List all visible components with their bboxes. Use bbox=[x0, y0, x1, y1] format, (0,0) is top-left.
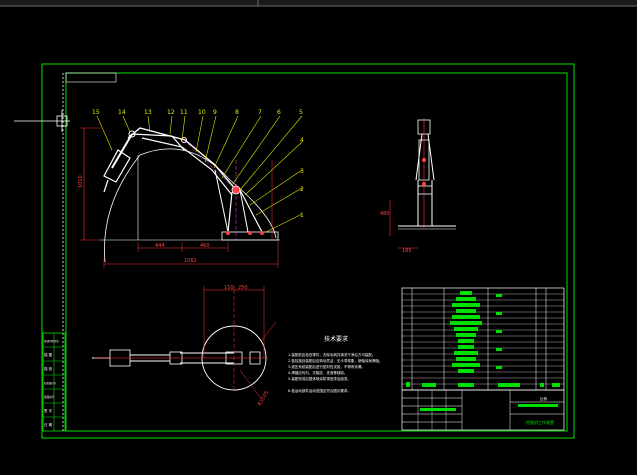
top-strip bbox=[0, 0, 637, 6]
arm bbox=[111, 133, 133, 169]
notes-title: 技术要求 bbox=[324, 335, 348, 343]
notes-line-0: 1.装配前应检查零件，去除毛刺并清洗干净后方可装配。 bbox=[288, 352, 375, 357]
balloon-7: 7 bbox=[258, 109, 262, 116]
dim-elevation-height: 1010 bbox=[78, 175, 84, 188]
notes-line-2: 3.液压系统装配后进行密封性试验，不得有渗漏。 bbox=[288, 364, 365, 369]
parts-list bbox=[401, 287, 565, 391]
leader-lines bbox=[96, 115, 303, 233]
balloon-2: 2 bbox=[300, 186, 304, 193]
elevation-dimensions: 1010 444 460 1062 bbox=[78, 127, 279, 268]
title-block-scale-label: 比例 bbox=[540, 396, 548, 401]
title-block: 比例 挖掘机工作装置 bbox=[401, 389, 565, 431]
balloon-8: 8 bbox=[235, 109, 239, 116]
side-panel: 借(通)用件登记 描 图 描 校 旧底图总号 底图总号 签 字 日 期 bbox=[42, 332, 66, 432]
elevation-view bbox=[100, 127, 280, 263]
title-block-drawing-name: 挖掘机工作装置 bbox=[526, 419, 554, 425]
dim-side-height: 480 bbox=[380, 211, 390, 217]
corner-label-box bbox=[65, 72, 117, 83]
notes-line-3: 4.焊缝应均匀，无裂纹、夹渣等缺陷。 bbox=[288, 370, 347, 375]
side-view: 480 185 bbox=[380, 118, 456, 254]
balloon-1: 1 bbox=[300, 212, 304, 219]
dim-elevation-overall: 1062 bbox=[184, 258, 197, 264]
notes-line-1: 2.各铰接处装配后应转动灵活，无卡滞现象，销轴涂润滑脂。 bbox=[288, 358, 382, 363]
side-panel-row-2: 描 校 bbox=[44, 366, 53, 371]
balloon-11: 11 bbox=[180, 109, 188, 116]
balloon-6: 6 bbox=[277, 109, 281, 116]
side-panel-row-1: 描 图 bbox=[44, 352, 53, 357]
side-panel-row-4: 底图总号 bbox=[44, 395, 55, 399]
balloon-9: 9 bbox=[213, 109, 217, 116]
balloon-10: 10 bbox=[198, 109, 206, 116]
side-panel-row-0: 借(通)用件登记 bbox=[44, 339, 60, 343]
balloon-5: 5 bbox=[299, 109, 303, 116]
notes-line-5: 6.各运动部件运动范围应符合图示要求。 bbox=[288, 388, 351, 393]
balloon-14: 14 bbox=[118, 109, 126, 116]
balloon-3: 3 bbox=[300, 168, 304, 175]
dim-plan-width-b: 250 bbox=[238, 285, 248, 291]
outer-frame bbox=[41, 63, 575, 439]
hammer-attachment bbox=[103, 149, 131, 183]
balloon-13: 13 bbox=[144, 109, 152, 116]
balloons-top: 15 14 13 12 11 10 9 8 7 6 5 bbox=[92, 109, 303, 116]
side-panel-row-3: 旧底图总号 bbox=[44, 381, 57, 385]
dim-elevation-base-b: 460 bbox=[200, 243, 210, 249]
plan-view: 150 250 R1105 bbox=[92, 285, 277, 407]
side-panel-row-6: 日 期 bbox=[44, 422, 53, 427]
inner-frame bbox=[65, 72, 568, 432]
crosshair-cursor bbox=[14, 110, 70, 132]
boom bbox=[127, 127, 237, 191]
balloon-15: 15 bbox=[92, 109, 100, 116]
side-panel-row-5: 签 字 bbox=[44, 408, 53, 413]
dim-plan-radius: R1105 bbox=[257, 390, 270, 407]
dim-elevation-base-a: 444 bbox=[155, 243, 165, 249]
technical-notes: 技术要求 1.装配前应检查零件，去除毛刺并清洗干净后方可装配。 2.各铰接处装配… bbox=[288, 335, 382, 393]
balloon-12: 12 bbox=[167, 109, 175, 116]
dim-plan-width-a: 150 bbox=[224, 285, 234, 291]
notes-line-4: 5.装配完成后整体喷涂防锈底漆及面漆。 bbox=[288, 376, 351, 381]
balloons-right: 4 3 2 1 bbox=[300, 137, 304, 219]
dim-side-base: 185 bbox=[402, 248, 412, 254]
balloon-4: 4 bbox=[300, 137, 304, 144]
